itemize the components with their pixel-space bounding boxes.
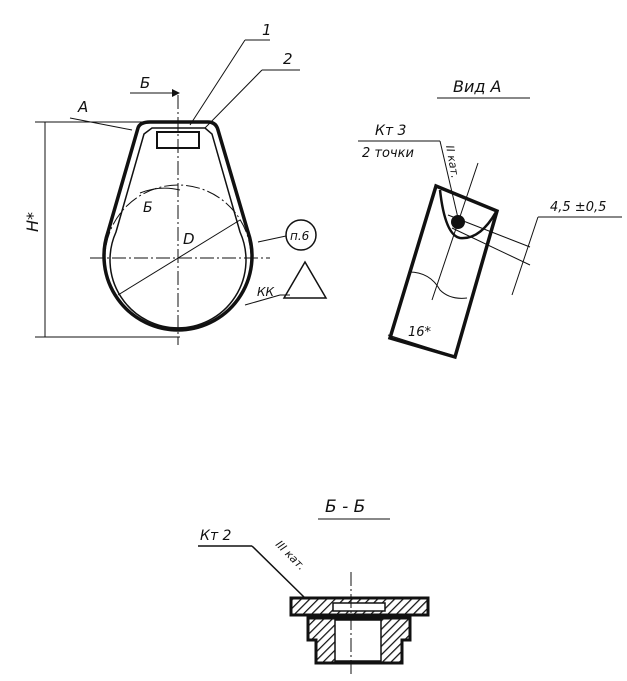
diameter-dim-line <box>117 219 241 296</box>
view-a: Вид А Кт 3 2 точки II кат. 4,5 ±0,5 16* <box>358 77 622 360</box>
weld-kt3: Кт 3 <box>375 123 406 139</box>
weld-category-ii: II кат. <box>443 144 462 179</box>
surface-triangle-icon <box>282 260 328 299</box>
section-bb: Б - Б Кт 2 III кат. <box>198 497 430 675</box>
height-dim-label: H* <box>23 212 42 232</box>
note-ref: п.6 <box>290 229 310 243</box>
weld-kt2: Кт 2 <box>200 528 232 544</box>
weld-category-iii: III кат. <box>273 538 308 573</box>
bore <box>334 619 382 662</box>
width-dim: 16* <box>408 325 432 340</box>
main-view: H* Б А 1 2 Б D п.6 КК <box>23 21 328 345</box>
view-a-title: Вид А <box>453 77 501 96</box>
section-mark-arrow: Б <box>143 200 153 216</box>
tolerance-dim: 4,5 ±0,5 <box>550 200 606 215</box>
clamp-band-inner <box>109 127 247 329</box>
view-mark-a: А <box>77 98 88 116</box>
callout-1: 1 <box>262 21 272 39</box>
diameter-label: D <box>183 230 195 248</box>
strip-outline <box>387 183 500 360</box>
weld-label-kk: КК <box>257 285 275 299</box>
section-title: Б - Б <box>325 497 365 517</box>
section-mark-top: Б <box>140 74 150 92</box>
weld-points: 2 точки <box>362 146 414 161</box>
callout-2: 2 <box>283 50 293 68</box>
clamp-band-outer <box>102 120 254 332</box>
